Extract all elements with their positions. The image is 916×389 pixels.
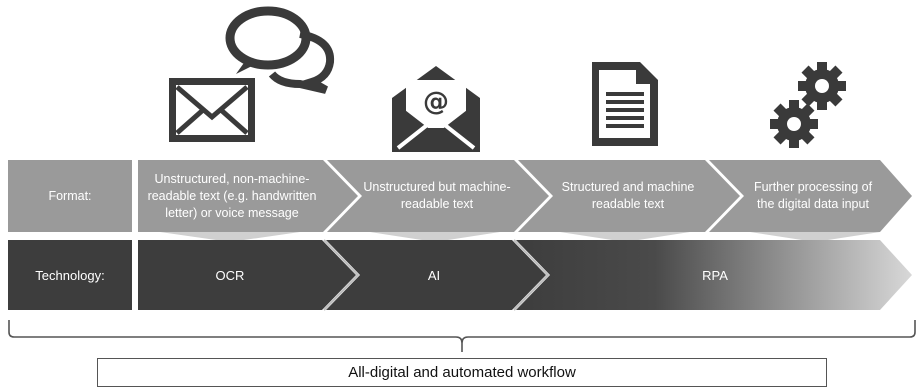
workflow-brace <box>8 320 916 344</box>
format-stage-4: Further processing of the digital data i… <box>753 180 873 211</box>
technology-row <box>8 239 912 311</box>
stage-pointer <box>750 232 880 242</box>
format-stage-1: Unstructured, non-machine-readable text … <box>147 171 317 220</box>
stage-pointer <box>160 232 300 242</box>
technology-label: Technology: <box>35 267 105 283</box>
technology-arrow-rpa <box>516 240 912 310</box>
format-arrow-2 <box>327 160 549 232</box>
document-icon <box>592 62 658 146</box>
technology-label-box <box>8 240 132 310</box>
format-row <box>8 160 912 242</box>
separator <box>323 239 360 311</box>
stage-pointer <box>560 232 690 242</box>
svg-text:@: @ <box>423 87 449 117</box>
email-at-icon: @ <box>392 66 480 152</box>
format-arrow-3 <box>518 160 740 232</box>
format-label: Format: <box>48 188 92 203</box>
separator <box>513 239 550 311</box>
envelope-icon <box>169 78 255 142</box>
format-stage-3: Structured and machine readable text <box>561 180 695 211</box>
technology-stage-rpa: RPA <box>702 267 728 283</box>
format-arrow-4 <box>709 160 912 232</box>
technology-stage-ocr: OCR <box>215 267 245 283</box>
format-label-box <box>8 160 132 232</box>
technology-arrow-ocr <box>138 240 356 310</box>
format-arrow-1 <box>138 160 358 232</box>
stage-pointer <box>370 232 500 242</box>
format-stage-2: Unstructured but machine-readable text <box>363 180 511 211</box>
speech-bubbles-icon <box>225 6 335 94</box>
gears-icon <box>770 62 846 148</box>
technology-stage-ai: AI <box>427 267 441 283</box>
workflow-label: All-digital and automated workflow <box>97 358 827 387</box>
technology-arrow-ai <box>326 240 546 310</box>
